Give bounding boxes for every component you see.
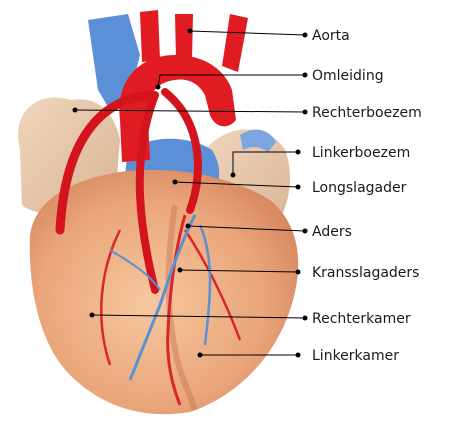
heart-illustration — [18, 10, 298, 414]
label-aorta: Aorta — [188, 28, 350, 44]
label-text-left-atrium: Linkerboezem — [312, 145, 410, 161]
label-text-bypass: Omleiding — [312, 68, 384, 84]
aorta-branch-3 — [222, 14, 248, 72]
label-text-veins: Aders — [312, 224, 352, 240]
label-text-right-ventricle: Rechterkamer — [312, 311, 411, 327]
label-text-coronary-arteries: Kransslagaders — [312, 265, 419, 281]
label-text-aorta: Aorta — [312, 28, 350, 44]
aorta-branch-1 — [140, 10, 160, 62]
label-text-pulmonary-artery: Longslagader — [312, 180, 407, 196]
label-text-left-ventricle: Linkerkamer — [312, 348, 399, 364]
label-text-right-atrium: Rechterboezem — [312, 105, 422, 121]
aorta-branch-2 — [175, 14, 193, 60]
